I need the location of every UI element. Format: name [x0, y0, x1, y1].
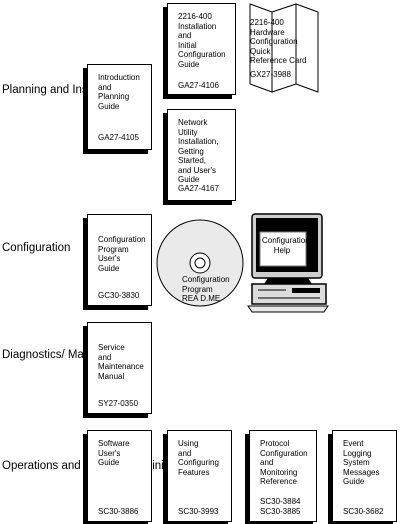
monitor-screen-text: Configuration Help: [262, 236, 310, 255]
cd-label: Configuration Program REA D.ME: [182, 275, 230, 303]
book-protocol-configuration-reference: Protocol Configuration and Monitoring Re…: [249, 430, 317, 522]
book-title: Service and Maintenance Manual: [98, 343, 144, 381]
category-configuration: Configuration: [2, 242, 71, 254]
book-number: SC30-3884 SC30-3885: [260, 497, 301, 516]
book-installation-guide: 2216-400 Installation and Initial Config…: [167, 3, 236, 95]
book-event-logging-messages-guide: Event Logging System Messages Guide SC30…: [332, 430, 397, 522]
book-number: GA27-4167: [178, 184, 219, 193]
book-title: Event Logging System Messages Guide: [343, 439, 380, 486]
book-title: Protocol Configuration and Monitoring Re…: [260, 439, 308, 486]
book-number: SY27-0350: [98, 399, 139, 408]
book-number: SC30-3886: [98, 507, 139, 516]
computer-monitor-icon: [247, 213, 329, 313]
book-title: Introduction and Planning Guide: [98, 73, 140, 111]
book-network-utility-guide: Network Utility Installation, Getting St…: [167, 109, 236, 201]
book-service-maintenance-manual: Service and Maintenance Manual SY27-0350: [87, 322, 152, 414]
book-number: SC30-3993: [178, 507, 219, 516]
card-number: GX27-3988: [250, 70, 291, 79]
book-number: GC30-3830: [98, 291, 140, 300]
book-number: GA27-4105: [98, 133, 139, 142]
card-title: 2216-400 Hardware Configuration Quick Re…: [250, 18, 307, 65]
book-number: GA27-4106: [178, 81, 219, 90]
book-number: SC30-3682: [343, 507, 384, 516]
book-using-configuring-features: Using and Configuring Features SC30-3993: [167, 430, 232, 522]
book-introduction-planning-guide: Introduction and Planning Guide GA27-410…: [87, 64, 152, 150]
hardware-reference-card: [249, 3, 319, 93]
book-title: Using and Configuring Features: [178, 439, 219, 477]
book-title: Software User's Guide: [98, 439, 130, 467]
book-software-users-guide: Software User's Guide SC30-3886: [87, 430, 152, 522]
configuration-program-cd: [156, 219, 244, 307]
book-title: 2216-400 Installation and Initial Config…: [178, 12, 226, 69]
book-configuration-program-guide: Configuration Program User's Guide GC30-…: [87, 214, 152, 306]
book-title: Configuration Program User's Guide: [98, 235, 146, 273]
book-title: Network Utility Installation, Getting St…: [178, 118, 219, 184]
